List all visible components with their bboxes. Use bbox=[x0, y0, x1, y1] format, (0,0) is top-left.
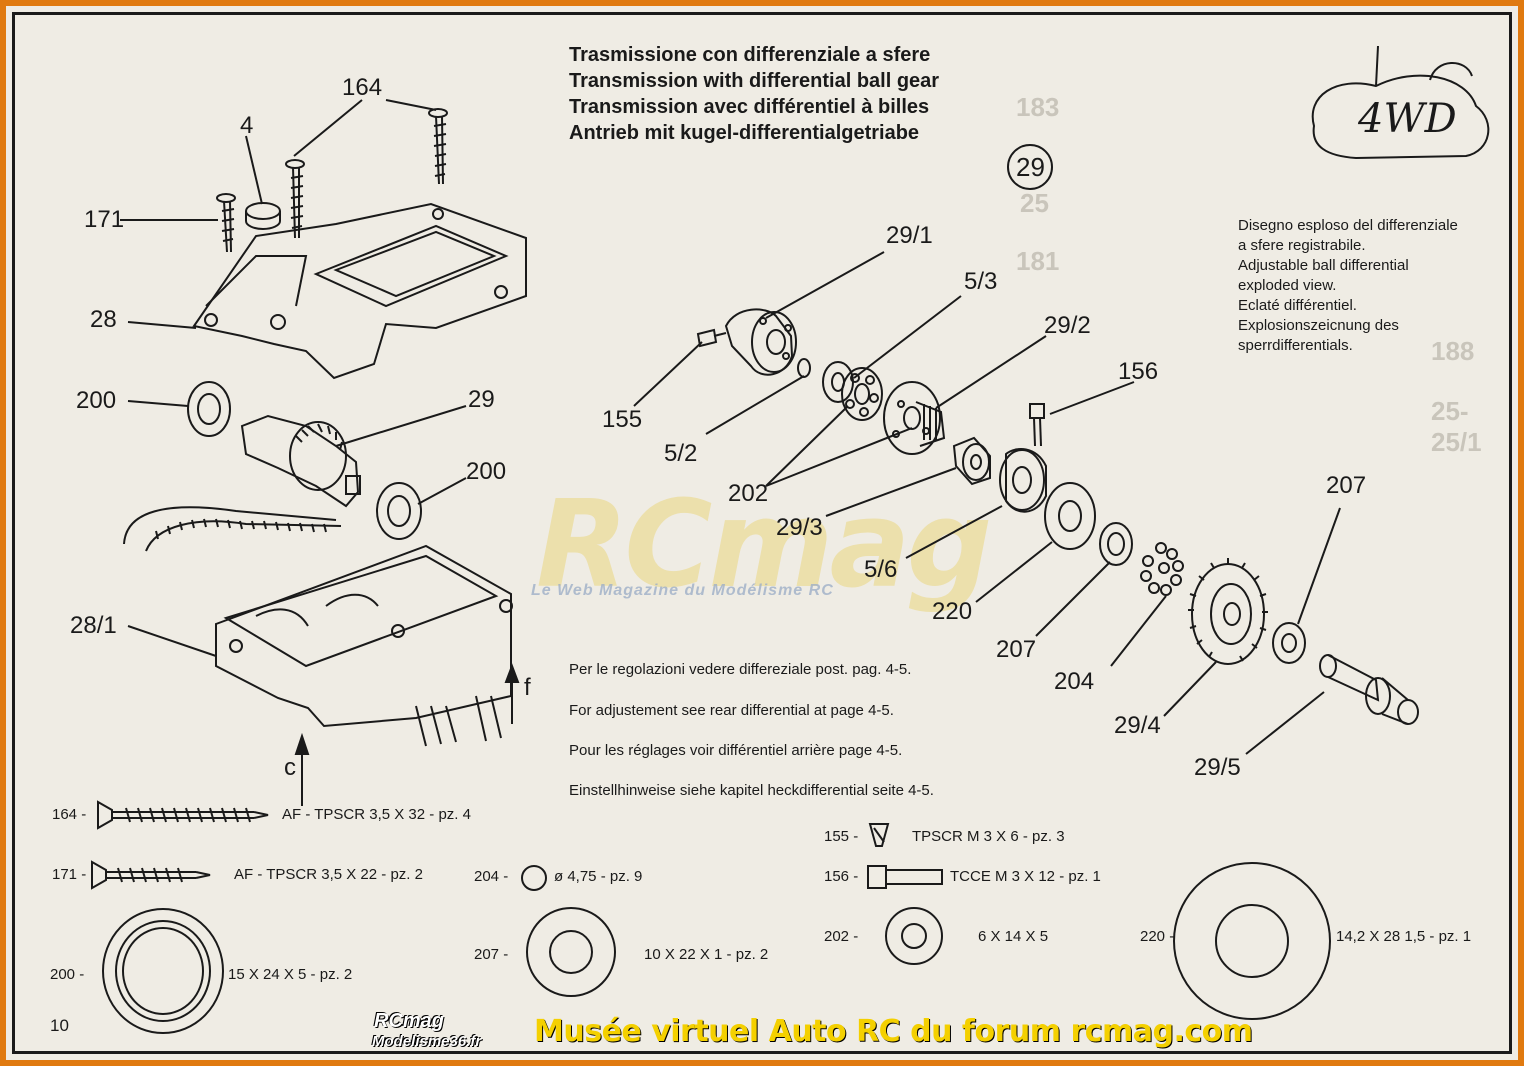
description-line: Disegno esploso del differenziale bbox=[1238, 217, 1458, 234]
screw-164-a bbox=[428, 108, 448, 185]
page-number: 10 bbox=[50, 1016, 69, 1035]
part-label-29-5: 29/5 bbox=[1194, 754, 1241, 781]
part-label-29: 29 bbox=[468, 386, 495, 413]
part-label-29-1: 29/1 bbox=[886, 222, 933, 249]
legend-code-204: 204 - bbox=[474, 868, 509, 885]
title-italian: Trasmissione con differenziale a sfere bbox=[569, 44, 931, 66]
legend-code-220: 220 - bbox=[1140, 928, 1175, 945]
footer-logo-rcmag: RCmag bbox=[374, 1010, 445, 1032]
part-label-155: 155 bbox=[602, 406, 643, 433]
ghost-text: 25 bbox=[1020, 188, 1049, 218]
footer-caption: Musée virtuel Auto RC du forum rcmag.com bbox=[534, 1014, 1253, 1049]
ghost-text: 181 bbox=[1016, 246, 1060, 276]
legend-desc-155: TPSCR M 3 X 6 - pz. 3 bbox=[912, 828, 1065, 845]
adjustment-note-it: Per le regolazioni vedere differeziale p… bbox=[569, 661, 912, 678]
part-label-207: 207 bbox=[1326, 472, 1367, 499]
adjustment-note-de: Einstellhinweise siehe kapitel heckdiffe… bbox=[569, 782, 934, 799]
exploded-view-drawing bbox=[91, 45, 1490, 1034]
part-label-29-3: 29/3 bbox=[776, 514, 823, 541]
description-line: Explosionszeicnung des bbox=[1238, 317, 1399, 334]
description-line: a sfere registrabile. bbox=[1238, 237, 1366, 254]
part-label-202: 202 bbox=[728, 480, 769, 507]
4wd-logo: 4WD bbox=[1358, 96, 1457, 142]
legend-code-202: 202 - bbox=[824, 928, 859, 945]
part-label-4: 4 bbox=[240, 112, 254, 139]
description-line: Adjustable ball differential bbox=[1238, 257, 1409, 274]
legend-code-164: 164 - bbox=[52, 806, 87, 823]
part-label-28-1: 28/1 bbox=[70, 612, 117, 639]
part-label-200: 200 bbox=[466, 458, 507, 485]
legend-desc-200: 15 X 24 X 5 - pz. 2 bbox=[228, 966, 353, 983]
legend-code-155: 155 - bbox=[824, 828, 859, 845]
legend-code-156: 156 - bbox=[824, 868, 859, 885]
part-label-5-2: 5/2 bbox=[664, 440, 698, 467]
description-line: sperrdifferentials. bbox=[1238, 337, 1353, 354]
screw-164-b bbox=[285, 159, 305, 239]
part-label-220: 220 bbox=[932, 598, 973, 625]
part-label-5-3: 5/3 bbox=[964, 268, 998, 295]
legend-desc-204: ø 4,75 - pz. 9 bbox=[554, 868, 643, 885]
part-label-207: 207 bbox=[996, 636, 1037, 663]
part-label-204: 204 bbox=[1054, 668, 1095, 695]
page-inner-border bbox=[12, 12, 1512, 1054]
footer-logo-modelisme36: Modelisme36.fr bbox=[372, 1033, 482, 1050]
legend-desc-202: 6 X 14 X 5 bbox=[978, 928, 1049, 945]
legend-code-171: 171 - bbox=[52, 866, 87, 883]
adjustment-note-en: For adjustement see rear differential at… bbox=[569, 702, 894, 719]
screw-171 bbox=[216, 193, 236, 253]
legend-desc-164: AF - TPSCR 3,5 X 32 - pz. 4 bbox=[282, 806, 471, 823]
part-label-164: 164 bbox=[342, 74, 383, 101]
part-label-200: 200 bbox=[76, 387, 117, 414]
legend-code-200: 200 - bbox=[50, 966, 85, 983]
ghost-text: 183 bbox=[1016, 92, 1060, 122]
legend-desc-156: TCCE M 3 X 12 - pz. 1 bbox=[950, 868, 1101, 885]
description-line: Eclaté différentiel. bbox=[1238, 297, 1357, 314]
watermark-tagline: Le Web Magazine du Modélisme RC bbox=[531, 582, 834, 599]
title-french: Transmission avec différentiel à billes bbox=[569, 96, 930, 118]
part-label-5-6: 5/6 bbox=[864, 556, 898, 583]
section-badge: 29 bbox=[1016, 152, 1045, 182]
title-english: Transmission with differential ball gear bbox=[569, 70, 940, 92]
adjustment-note-fr: Pour les réglages voir différentiel arri… bbox=[569, 742, 903, 759]
part-label-28: 28 bbox=[90, 306, 117, 333]
legend-code-207: 207 - bbox=[474, 946, 509, 963]
ghost-text: 188 bbox=[1431, 336, 1475, 366]
legend-desc-171: AF - TPSCR 3,5 X 22 - pz. 2 bbox=[234, 866, 423, 883]
part-label-171: 171 bbox=[84, 206, 125, 233]
watermark-logo: RCmag bbox=[536, 476, 992, 615]
part-label-156: 156 bbox=[1118, 358, 1159, 385]
part-label-c: c bbox=[284, 754, 296, 781]
part-label-29-2: 29/2 bbox=[1044, 312, 1091, 339]
description-line: exploded view. bbox=[1238, 277, 1337, 294]
legend-desc-220: 14,2 X 28 1,5 - pz. 1 bbox=[1336, 928, 1472, 945]
part-label-f: f bbox=[524, 674, 531, 701]
part-label-29-4: 29/4 bbox=[1114, 712, 1161, 739]
legend-desc-207: 10 X 22 X 1 - pz. 2 bbox=[644, 946, 769, 963]
ghost-text: 25-25/1 bbox=[1431, 396, 1482, 457]
title-german: Antrieb mit kugel-differentialgetriabe bbox=[569, 122, 920, 144]
